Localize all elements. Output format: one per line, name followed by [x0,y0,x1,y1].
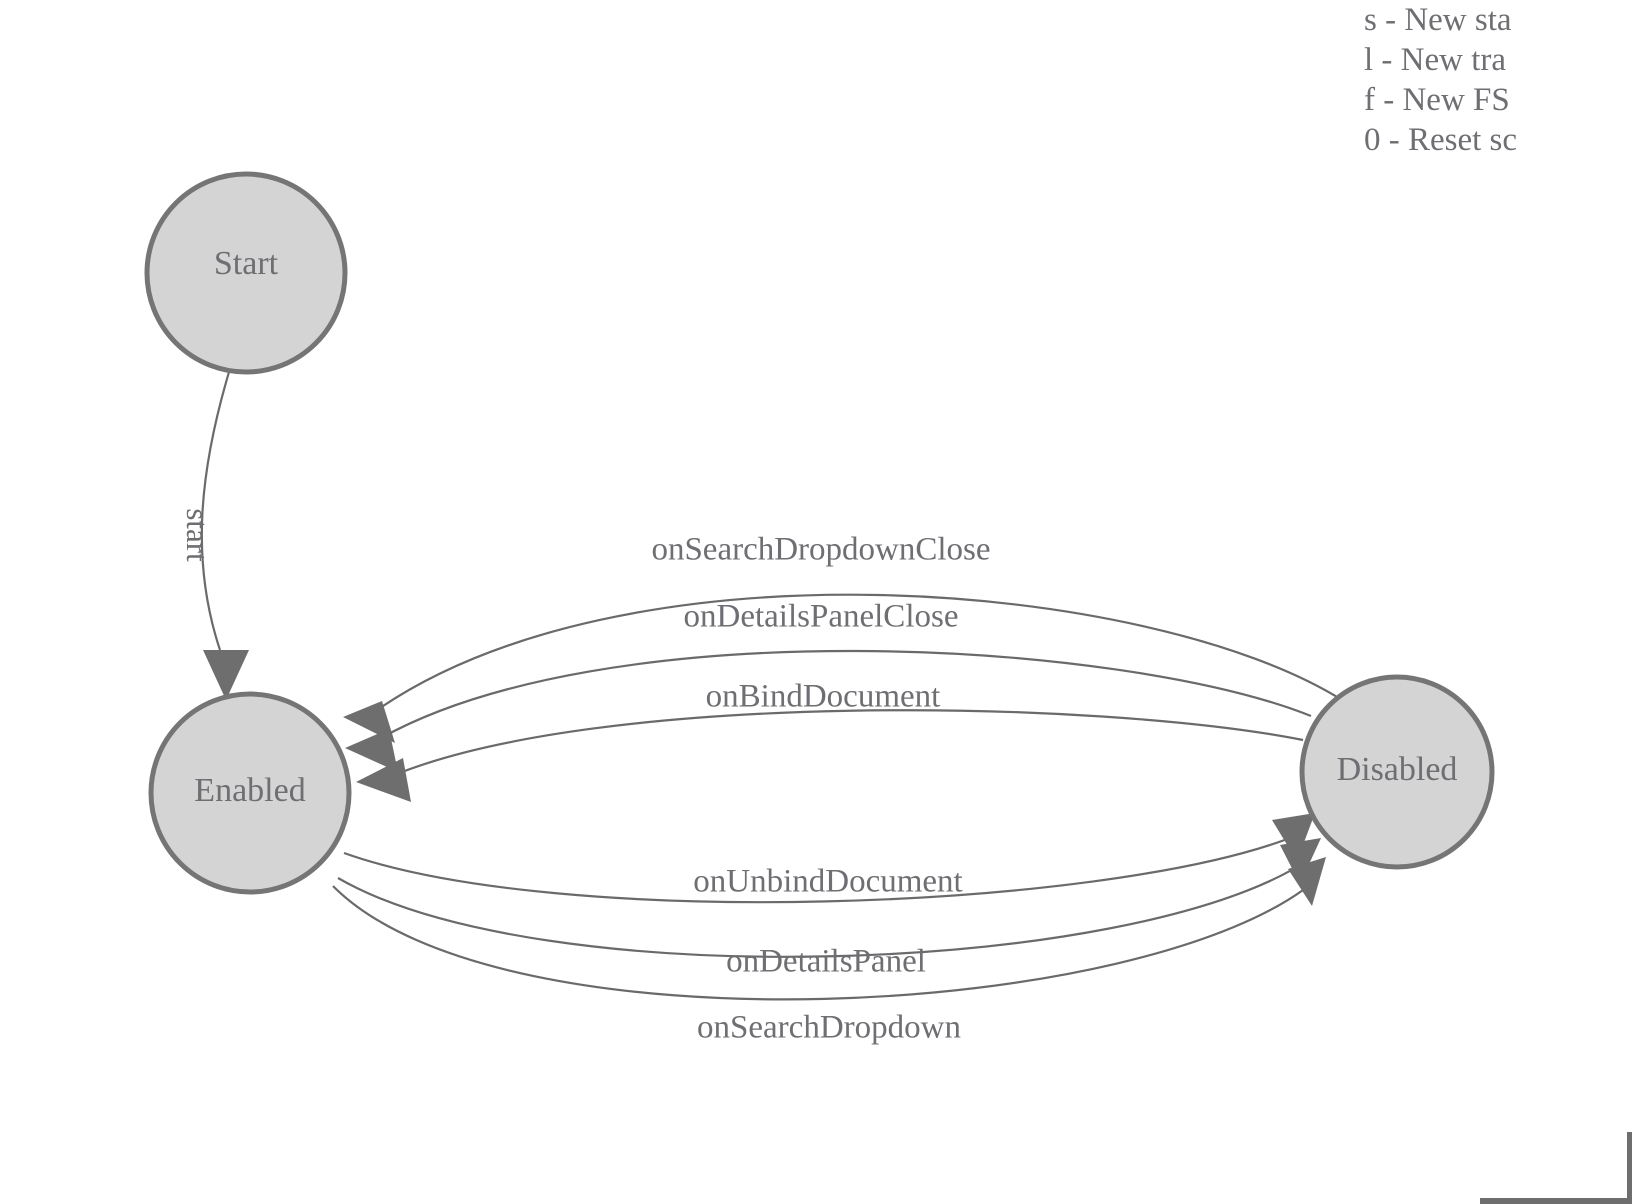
edge-label-details-panel-close: onDetailsPanelClose [684,599,959,635]
edge-label-details-panel: onDetailsPanel [726,944,926,980]
edge-unbind-document-path [343,836,1291,904]
node-disabled-circle [1299,674,1495,870]
edge-search-dropdown-close-path [369,593,1343,716]
node-start-circle [144,171,348,375]
edge-label-bind-document: onBindDocument [706,679,941,715]
node-disabled[interactable]: Disabled [1299,674,1495,870]
node-start-label: Start [214,245,279,282]
node-enabled[interactable]: Enabled [148,691,352,895]
edge-details-panel-close[interactable] [345,649,1312,772]
help-line-new-fsm: f - New FS [1364,82,1510,118]
edge-start[interactable] [200,371,249,700]
edge-unbind-document[interactable] [343,813,1315,904]
edge-details-panel-close-path [373,649,1312,743]
edge-details-panel[interactable] [337,838,1321,958]
edge-bind-document-arrowhead [356,758,411,802]
help-line-new-state: s - New sta [1364,2,1512,38]
node-disabled-label: Disabled [1337,751,1458,788]
edge-search-dropdown-arrowhead [1288,857,1326,906]
edge-details-panel-close-arrowhead [345,729,398,772]
edge-label-unbind-document: onUnbindDocument [693,864,962,900]
edge-label-start: start [180,508,215,562]
window-edge-fragment-vertical [1627,1132,1632,1204]
help-line-new-transition: l - New tra [1364,42,1507,78]
help-line-reset: 0 - Reset sc [1364,122,1518,158]
edge-bind-document-path [391,709,1304,778]
edge-unbind-document-arrowhead [1272,813,1315,861]
edge-start-arrowhead [203,650,249,700]
edge-search-dropdown-path [332,879,1317,1001]
edge-search-dropdown[interactable] [332,857,1326,1001]
edge-bind-document[interactable] [356,709,1304,802]
edge-label-search-dropdown: onSearchDropdown [697,1010,961,1046]
window-edge-fragment-horizontal [1480,1198,1632,1204]
edge-details-panel-path [337,861,1306,958]
node-enabled-label: Enabled [194,772,305,809]
edge-start-path [200,371,231,651]
edge-details-panel-arrowhead [1280,838,1321,884]
help-shortcuts-legend: s - New sta l - New tra f - New FS 0 - R… [1364,0,1632,160]
edge-label-search-dropdown-close: onSearchDropdownClose [651,532,990,568]
node-enabled-circle [148,691,352,895]
node-start[interactable]: Start [144,171,348,375]
